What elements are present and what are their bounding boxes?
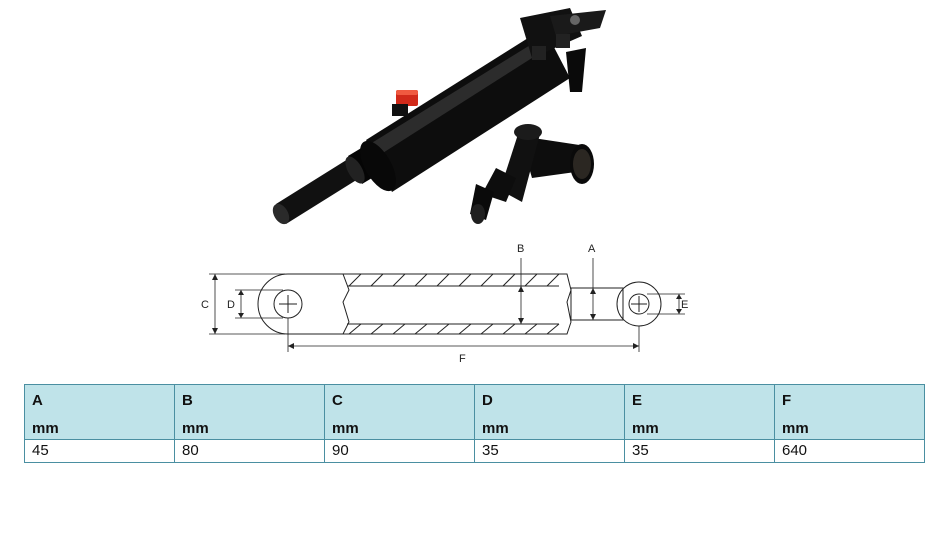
hatching xyxy=(348,273,560,335)
col-unit: mm xyxy=(182,420,209,437)
col-label: E xyxy=(632,392,643,409)
col-label: D xyxy=(482,392,493,409)
dimension-arrows xyxy=(212,274,682,349)
valve-cap xyxy=(392,90,418,116)
cell-e: 35 xyxy=(624,439,775,463)
dimension-diagram: C D B A E F xyxy=(201,243,688,365)
cylinder-rod xyxy=(272,154,366,225)
col-unit: mm xyxy=(32,420,59,437)
cell-c: 90 xyxy=(324,439,475,463)
col-label: C xyxy=(332,392,343,409)
col-unit: mm xyxy=(632,420,659,437)
product-photo xyxy=(272,8,606,225)
dim-label-b: B xyxy=(517,243,524,255)
dim-label-a: A xyxy=(588,243,596,255)
col-unit: mm xyxy=(482,420,509,437)
elbow-fitting xyxy=(470,124,594,224)
cylinder-body xyxy=(343,273,572,335)
cell-f: 640 xyxy=(774,439,925,463)
cell-b: 80 xyxy=(174,439,325,463)
col-label: F xyxy=(782,392,792,409)
cell-a: 45 xyxy=(24,439,175,463)
dim-label-d: D xyxy=(227,299,235,311)
dim-label-c: C xyxy=(201,299,209,311)
dimension-lines xyxy=(209,258,685,352)
left-eye-outline xyxy=(257,273,350,335)
rod xyxy=(570,287,624,321)
dim-label-e: E xyxy=(681,299,688,311)
col-unit: mm xyxy=(332,420,359,437)
right-eye-hole xyxy=(628,293,650,315)
cylinder-barrel xyxy=(360,28,570,192)
mount-bracket xyxy=(520,8,606,92)
dim-label-f: F xyxy=(459,353,466,365)
col-label: A xyxy=(32,392,43,409)
cell-d: 35 xyxy=(474,439,625,463)
table-row: 45 80 90 35 35 640 xyxy=(24,439,925,463)
col-unit: mm xyxy=(782,420,809,437)
col-label: B xyxy=(182,392,193,409)
